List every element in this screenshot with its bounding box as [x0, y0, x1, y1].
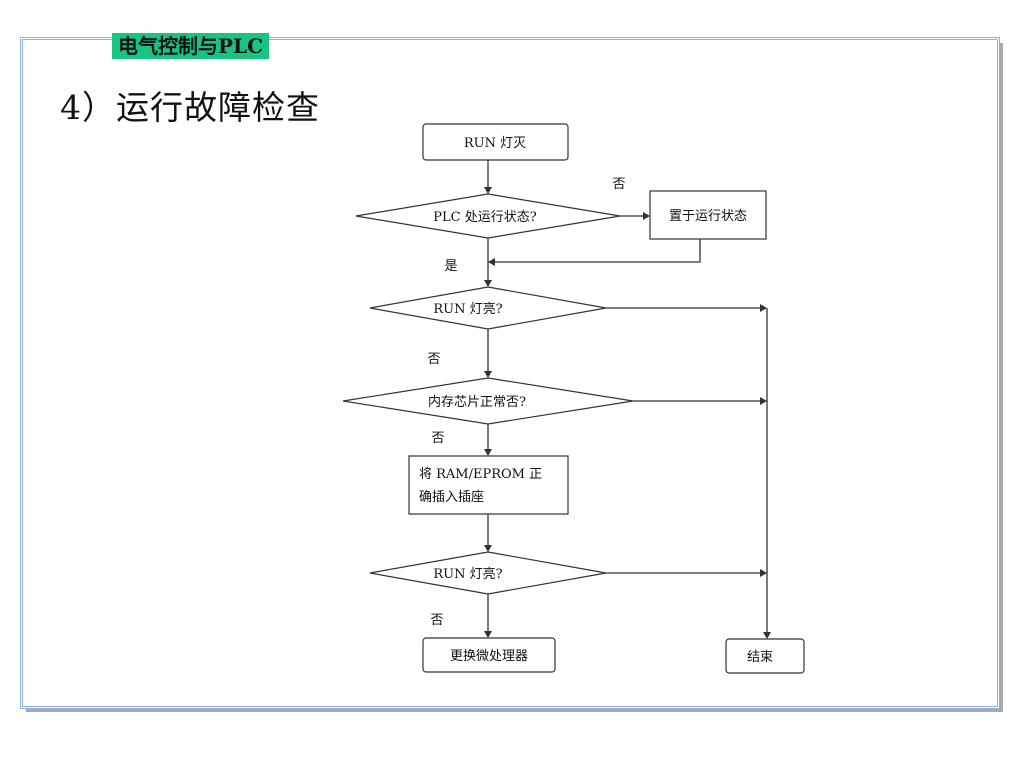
start-box [422, 123, 569, 161]
insert-memory-box-line1: 将 RAM/EPROM 正 [419, 467, 542, 482]
yes-label-plc: 是 [444, 259, 457, 274]
no-label-memory: 否 [431, 431, 444, 446]
flowchart-svg: RUN 灯灭 PLC 处运行状态? 否 置于运行状态 是 RUN 灯亮? 否 [342, 123, 805, 674]
connector-set-return [493, 239, 701, 263]
end-box [725, 638, 805, 674]
decision-run-lit-2-label: RUN 灯亮? [433, 566, 502, 582]
section-title: 4）运行故障检查 [60, 88, 320, 127]
decision-memory-label: 内存芯片正常否? [428, 394, 526, 410]
arrowhead [488, 258, 495, 266]
start-box-label: RUN 灯灭 [464, 136, 526, 151]
arrowhead [643, 212, 650, 220]
decision-plc-state-label: PLC 处运行状态? [433, 210, 536, 225]
set-run-box [649, 190, 767, 240]
arrowhead [484, 631, 492, 638]
no-label-plc: 否 [612, 177, 625, 192]
set-run-box-label: 置于运行状态 [669, 209, 747, 224]
arrowhead [760, 304, 767, 312]
insert-memory-box [408, 455, 569, 515]
decision-run-lit-1-label: RUN 灯亮? [433, 301, 502, 317]
end-box-label: 结束 [747, 650, 773, 665]
arrowhead [484, 187, 492, 194]
course-title-label: 电气控制与PLC [112, 33, 270, 59]
no-label-run2: 否 [430, 613, 443, 628]
no-label-run1: 否 [427, 352, 440, 367]
flowchart: RUN 灯灭 PLC 处运行状态? 否 置于运行状态 是 RUN 灯亮? 否 [342, 120, 815, 682]
arrowhead [760, 569, 767, 577]
arrowhead [484, 371, 492, 378]
insert-memory-box-line2: 确插入插座 [419, 490, 484, 505]
arrowhead [763, 632, 771, 639]
replace-cpu-box [422, 637, 556, 673]
slide-frame [22, 39, 998, 707]
arrowhead [484, 280, 492, 287]
replace-cpu-box-label: 更换微处理器 [450, 649, 528, 664]
arrowhead [760, 397, 767, 405]
arrowhead [484, 545, 492, 552]
arrowhead [484, 449, 492, 456]
